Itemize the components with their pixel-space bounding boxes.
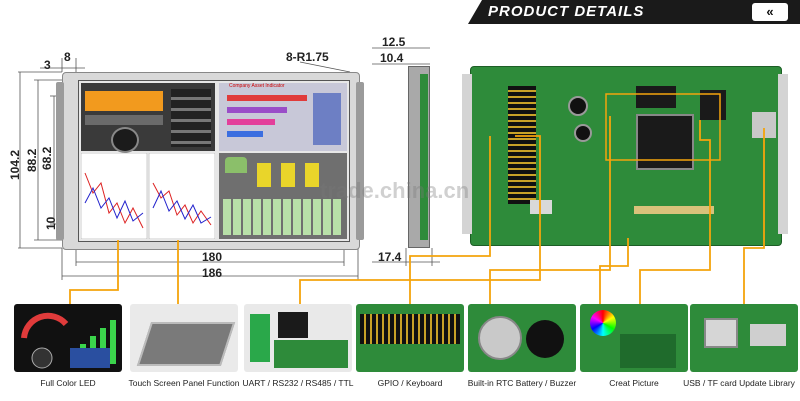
audio-panel bbox=[81, 83, 215, 153]
dim-side: 17.4 bbox=[378, 250, 402, 264]
dim-width-outer: 186 bbox=[202, 266, 223, 280]
sd-slot bbox=[752, 112, 776, 138]
feature-thumb-usb bbox=[690, 304, 798, 372]
uart-pcb bbox=[274, 340, 348, 368]
touch-panel-image bbox=[136, 322, 236, 366]
rtc-battery-holder bbox=[530, 200, 552, 214]
feature-label-led: Full Color LED bbox=[40, 378, 96, 388]
tank-yellow-3 bbox=[305, 163, 319, 187]
feature-thumb-rtc bbox=[468, 304, 576, 372]
chevron-left-icon[interactable]: « bbox=[752, 3, 788, 21]
tank-yellow-1 bbox=[257, 163, 271, 187]
feature-label-touch: Touch Screen Panel Function bbox=[128, 378, 240, 388]
lcd-side-pcb bbox=[420, 74, 428, 240]
dim-depth-b: 10.4 bbox=[380, 51, 404, 65]
lcd-left-mount bbox=[56, 82, 64, 240]
waveform-display bbox=[85, 91, 163, 111]
picture-board bbox=[620, 334, 676, 368]
knob-icon bbox=[111, 127, 139, 153]
pcb-mount-right bbox=[778, 74, 788, 234]
bar-1 bbox=[227, 95, 307, 101]
flash-chip bbox=[700, 90, 726, 120]
waveform-display-2 bbox=[85, 115, 163, 125]
screen-line-charts bbox=[81, 153, 215, 239]
dim-height-3: 68.2 bbox=[40, 146, 54, 170]
uart-chip bbox=[278, 312, 308, 338]
feature-thumb-touch bbox=[130, 304, 238, 372]
feature-thumb-picture bbox=[580, 304, 688, 372]
pcb-mount-left bbox=[462, 74, 472, 234]
battery-icon bbox=[478, 316, 522, 360]
pin-header bbox=[508, 86, 536, 204]
chart-title: Company Asset Indicator bbox=[229, 83, 285, 89]
main-chip bbox=[636, 114, 694, 170]
tank-yellow-2 bbox=[281, 163, 295, 187]
tf-slot-icon bbox=[750, 324, 786, 346]
gpio-header bbox=[360, 314, 460, 344]
dim-width-inner: 180 bbox=[202, 250, 223, 264]
screen-bar-chart: Company Asset Indicator bbox=[219, 83, 347, 151]
dim-height-1: 104.2 bbox=[8, 149, 22, 180]
lcd-right-mount bbox=[356, 82, 364, 240]
capacitor-icon-2 bbox=[574, 124, 592, 142]
feature-thumb-gpio bbox=[356, 304, 464, 372]
feature-label-uart: UART / RS232 / RS485 / TTL bbox=[242, 378, 354, 388]
dim-corner-left: 3 bbox=[44, 58, 51, 72]
feature-label-picture: Creat Picture bbox=[609, 378, 659, 388]
lcd-screen: Company Asset Indicator bbox=[78, 80, 350, 242]
feature-label-usb: USB / TF card Update Library bbox=[683, 378, 795, 388]
dim-height-2: 88.2 bbox=[25, 148, 39, 172]
color-wheel-icon bbox=[590, 310, 616, 336]
dim-bottom-gap: 10 bbox=[44, 216, 58, 230]
indicator-grid bbox=[223, 199, 343, 235]
buzzer-icon bbox=[526, 320, 564, 358]
terminal-block bbox=[250, 314, 270, 362]
capacitor-icon bbox=[568, 96, 588, 116]
bar-4 bbox=[227, 131, 263, 137]
dim-radius: 8-R1.75 bbox=[286, 50, 329, 64]
fpc-connector bbox=[634, 206, 714, 214]
bar-3 bbox=[227, 119, 275, 125]
watermark: trade.china.cn bbox=[320, 178, 470, 203]
dim-depth-a: 12.5 bbox=[382, 35, 406, 49]
tank-icon bbox=[225, 157, 247, 173]
page-title: PRODUCT DETAILS bbox=[488, 3, 645, 20]
dim-corner-right: 8 bbox=[64, 50, 71, 64]
feature-thumb-uart bbox=[244, 304, 352, 372]
feature-label-rtc: Built-in RTC Battery / Buzzer bbox=[467, 378, 577, 388]
header-banner bbox=[468, 0, 800, 24]
feature-thumb-led bbox=[14, 304, 122, 372]
feature-label-gpio: GPIO / Keyboard bbox=[377, 378, 443, 388]
bar-2 bbox=[227, 107, 287, 113]
ram-chip bbox=[636, 86, 676, 108]
usb-port-icon bbox=[704, 318, 738, 348]
bar-chart-side bbox=[313, 93, 341, 145]
control-knobs bbox=[171, 89, 211, 147]
